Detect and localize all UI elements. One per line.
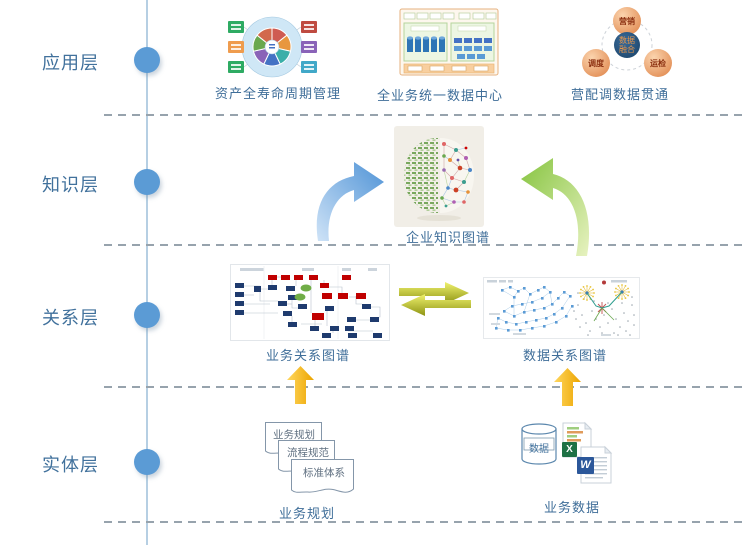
asset-lifecycle-thumbnail xyxy=(225,14,320,85)
layer-label-entity: 实体层 xyxy=(42,455,99,475)
arrow-up-right-blue xyxy=(308,155,390,248)
caption-business-graph: 业务关系图谱 xyxy=(265,348,350,363)
circle-label-fusion-1: 数据 xyxy=(619,36,635,45)
datacenter-architecture xyxy=(399,8,499,76)
circle-label-dispatch: 调度 xyxy=(588,59,604,68)
separator-line-4 xyxy=(104,521,748,523)
caption-datacenter: 全业务统一数据中心 xyxy=(376,88,503,103)
business-graph-thumbnail xyxy=(230,264,390,346)
word-letter: W xyxy=(580,459,591,471)
arrow-double-horizontal xyxy=(399,280,471,323)
circle-label-marketing: 营销 xyxy=(619,17,635,26)
datacenter-thumbnail xyxy=(399,8,499,85)
document-stack: 业务规划 流程规范 标准体系 xyxy=(263,419,357,503)
word-icon xyxy=(577,445,613,484)
asset-lifecycle-donut xyxy=(228,16,317,78)
integration-circles xyxy=(582,7,672,77)
timeline-dot-entity xyxy=(134,449,160,475)
circle-label-inspection: 运检 xyxy=(650,59,666,68)
arrow-up-gold-left xyxy=(287,366,314,409)
caption-knowledge-graph: 企业知识图谱 xyxy=(405,230,490,245)
data-network xyxy=(483,277,640,339)
database-label: 数据 xyxy=(529,444,549,455)
knowledge-graph-thumbnail xyxy=(394,126,484,232)
caption-business-planning: 业务规划 xyxy=(278,506,335,521)
doc-label-process: 流程规范 xyxy=(287,447,329,459)
circle-label-fusion-2: 融合 xyxy=(619,45,635,54)
database-icon xyxy=(521,423,557,465)
layer-label-application: 应用层 xyxy=(42,53,99,73)
timeline-dot-knowledge xyxy=(134,169,160,195)
layer-label-relation: 关系层 xyxy=(42,308,99,328)
integration-thumbnail: 营销 调度 运检 数据 融合 xyxy=(574,4,680,82)
caption-integration: 营配调数据贯通 xyxy=(570,87,669,102)
separator-line-2 xyxy=(104,244,748,246)
doc-label-planning: 业务规划 xyxy=(273,429,315,441)
caption-business-data: 业务数据 xyxy=(543,500,600,515)
doc-label-standard: 标准体系 xyxy=(303,467,345,479)
caption-data-graph: 数据关系图谱 xyxy=(522,348,607,363)
caption-asset-lifecycle: 资产全寿命周期管理 xyxy=(214,86,341,101)
excel-letter: X xyxy=(566,444,573,455)
arrow-up-gold-right xyxy=(554,368,581,411)
layer-label-knowledge: 知识层 xyxy=(42,175,99,195)
separator-line-3 xyxy=(104,386,748,388)
timeline-dot-application xyxy=(134,47,160,73)
business-flowchart xyxy=(230,264,390,341)
brain-graphic xyxy=(394,126,484,227)
arrow-up-left-green xyxy=(517,150,599,263)
timeline-dot-relation xyxy=(134,302,160,328)
data-graph-thumbnail xyxy=(483,277,640,344)
timeline-line xyxy=(146,0,148,545)
business-data-icons: 数据 X W xyxy=(519,421,617,485)
separator-line-1 xyxy=(104,114,748,116)
